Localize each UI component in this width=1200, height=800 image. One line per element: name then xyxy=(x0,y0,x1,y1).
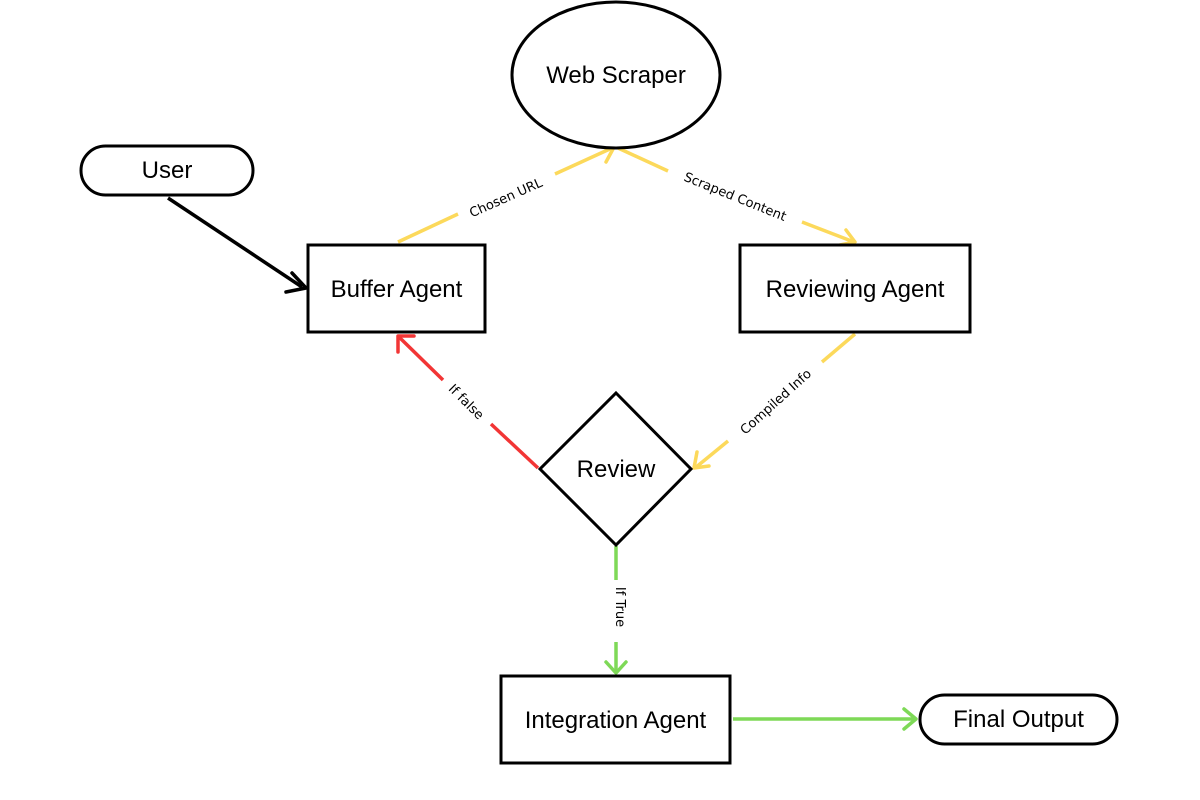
edge-chosen-url: Chosen URL xyxy=(397,144,615,244)
arrowhead-icon xyxy=(902,707,918,731)
node-final-output[interactable]: Final Output xyxy=(918,693,1119,746)
node-review-decision[interactable]: Review xyxy=(537,390,694,548)
edge-user-to-buffer-agent xyxy=(167,196,308,294)
edge-compiled-info: Compiled Info xyxy=(692,332,857,470)
node-integration-agent[interactable]: Integration Agent xyxy=(499,674,732,765)
edge-if-true: If True xyxy=(604,546,628,675)
arrowhead-icon xyxy=(692,450,711,470)
node-label-integration-agent: Integration Agent xyxy=(525,707,707,734)
edge-label-compiled-info: Compiled Info xyxy=(738,367,815,439)
node-label-user: User xyxy=(142,157,193,184)
node-label-final-output: Final Output xyxy=(953,706,1084,733)
node-reviewing-agent[interactable]: Reviewing Agent xyxy=(738,243,972,334)
node-buffer-agent[interactable]: Buffer Agent xyxy=(306,243,487,334)
edge-integration-to-final-output xyxy=(733,707,918,731)
node-label-buffer-agent: Buffer Agent xyxy=(331,276,463,303)
node-web-scraper[interactable]: Web Scraper xyxy=(510,0,722,150)
arrowhead-icon xyxy=(604,660,628,675)
arrowhead-icon xyxy=(284,271,308,294)
edge-scraped-content: Scraped Content xyxy=(617,146,857,247)
arrowhead-icon xyxy=(396,334,416,354)
edge-if-false: If false xyxy=(396,334,540,470)
node-user[interactable]: User xyxy=(79,144,255,197)
node-label-review: Review xyxy=(577,456,656,483)
node-label-web-scraper: Web Scraper xyxy=(546,62,686,89)
edge-label-chosen-url: Chosen URL xyxy=(467,175,545,221)
edge-label-if-true: If True xyxy=(612,587,627,627)
node-label-reviewing-agent: Reviewing Agent xyxy=(766,276,945,303)
edge-label-if-false: If false xyxy=(445,382,486,423)
edge-label-scraped-content: Scraped Content xyxy=(681,170,788,225)
